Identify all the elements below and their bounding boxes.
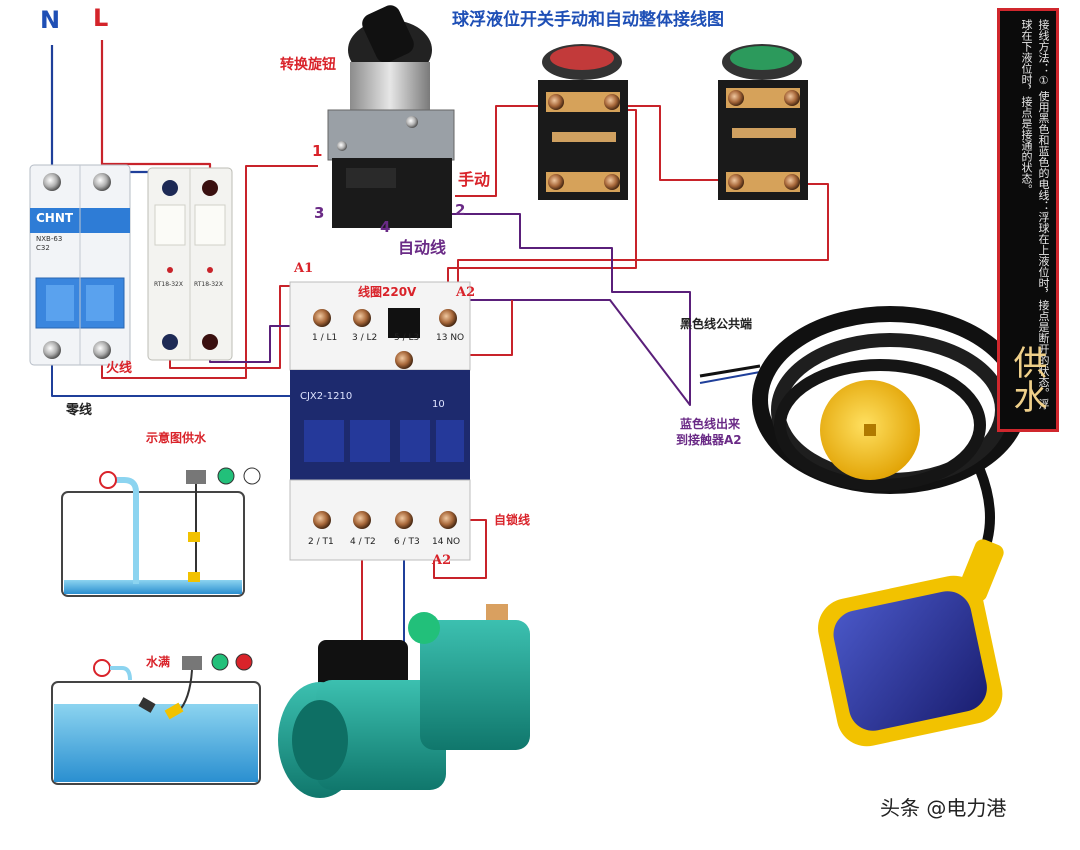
- selector-switch-label: 转换旋钮: [280, 57, 336, 73]
- float-switch: [752, 306, 1028, 747]
- neutral-letter: N: [40, 6, 61, 34]
- manual-label: 手动: [458, 170, 491, 189]
- contactor-model: CJX2-1210: [300, 391, 353, 402]
- selector-terminal-1: 1: [312, 142, 323, 160]
- wiring-note-panel: 接线方法：① 使用黑色和蓝色的电线：浮球在上液位时，接点是断开的状态。浮球在下液…: [997, 8, 1059, 432]
- breaker-brand: CHNT: [36, 211, 74, 225]
- coil-label: 线圈220V: [358, 285, 417, 299]
- fuse-holders: [147, 167, 233, 361]
- terminal-t1-label: 2 / T1: [308, 537, 334, 547]
- terminal-t3-label: 6 / T3: [394, 537, 420, 547]
- diagram-title: 球浮液位开关手动和自动整体接线图: [452, 10, 724, 30]
- tank-sketch-supply: [61, 467, 261, 597]
- watermark: 头条 @电力港: [880, 796, 1007, 820]
- no13-wire: [455, 300, 513, 356]
- auto-line-label: 自动线: [398, 238, 447, 257]
- wiring-note-caption: 供水: [1007, 345, 1047, 413]
- terminal-14no-label: 14 NO: [432, 537, 461, 547]
- wiring-note-text: 接线方法：① 使用黑色和蓝色的电线：浮球在上液位时，接点是断开的状态。浮球在下液…: [1020, 19, 1050, 410]
- neutral-wire-label: 零线: [66, 403, 93, 418]
- terminal-l3-label: 5 / L3: [394, 333, 420, 343]
- circuit-breaker: [29, 164, 131, 366]
- sketch-full-label: 水满: [146, 655, 171, 669]
- float-cable-leads: [699, 364, 761, 378]
- terminal-13no-label: 13 NO: [436, 333, 465, 343]
- a1-label: A1: [294, 261, 314, 276]
- live-to-selector-wire: [101, 165, 318, 379]
- selector-terminal-2: 2: [455, 201, 466, 219]
- breaker-rating: C32: [36, 244, 50, 252]
- terminal-t2-label: 4 / T2: [350, 537, 376, 547]
- fuse-model-right: RT18-32X: [194, 281, 223, 288]
- terminal-l2-label: 3 / L2: [352, 333, 378, 343]
- live-letter: L: [93, 4, 109, 32]
- a2-bottom-label: A2: [432, 553, 452, 568]
- stop-button: [718, 44, 808, 200]
- push-buttons: [538, 44, 808, 200]
- manual-start-button: [538, 44, 628, 200]
- water-pump: [278, 604, 530, 798]
- blue-to-a2-wire: [458, 299, 691, 406]
- button-link-wire: [612, 105, 722, 181]
- black-common-label: 黑色线公共端: [680, 317, 753, 331]
- self-lock-wire: [433, 519, 487, 579]
- live-wire-label: 火线: [106, 361, 133, 376]
- selector-terminal-3: 3: [314, 204, 325, 222]
- sketch-supply-label: 示意图供水: [146, 431, 207, 445]
- selector-to-manual-wire: [455, 105, 543, 197]
- a2-top-label: A2: [456, 285, 476, 300]
- auto-line-wire: [388, 213, 691, 380]
- self-lock-label: 自锁线: [494, 513, 531, 527]
- tank-sketch-full: [51, 653, 261, 785]
- selector-switch: [327, 5, 455, 228]
- live-feed-wire: [100, 40, 212, 185]
- breaker-model: NXB-63: [36, 235, 63, 243]
- blue-out-label-2: 到接触器A2: [676, 433, 742, 447]
- terminal-l1-label: 1 / L1: [312, 333, 338, 343]
- blue-out-label-1: 蓝色线出来: [680, 417, 741, 431]
- stop-to-a2-wire: [457, 183, 829, 300]
- selector-terminal-4: 4: [380, 218, 391, 236]
- contactor: [289, 281, 471, 561]
- contactor-aux: 10: [432, 399, 445, 410]
- fuse-model-left: RT18-32X: [154, 281, 183, 288]
